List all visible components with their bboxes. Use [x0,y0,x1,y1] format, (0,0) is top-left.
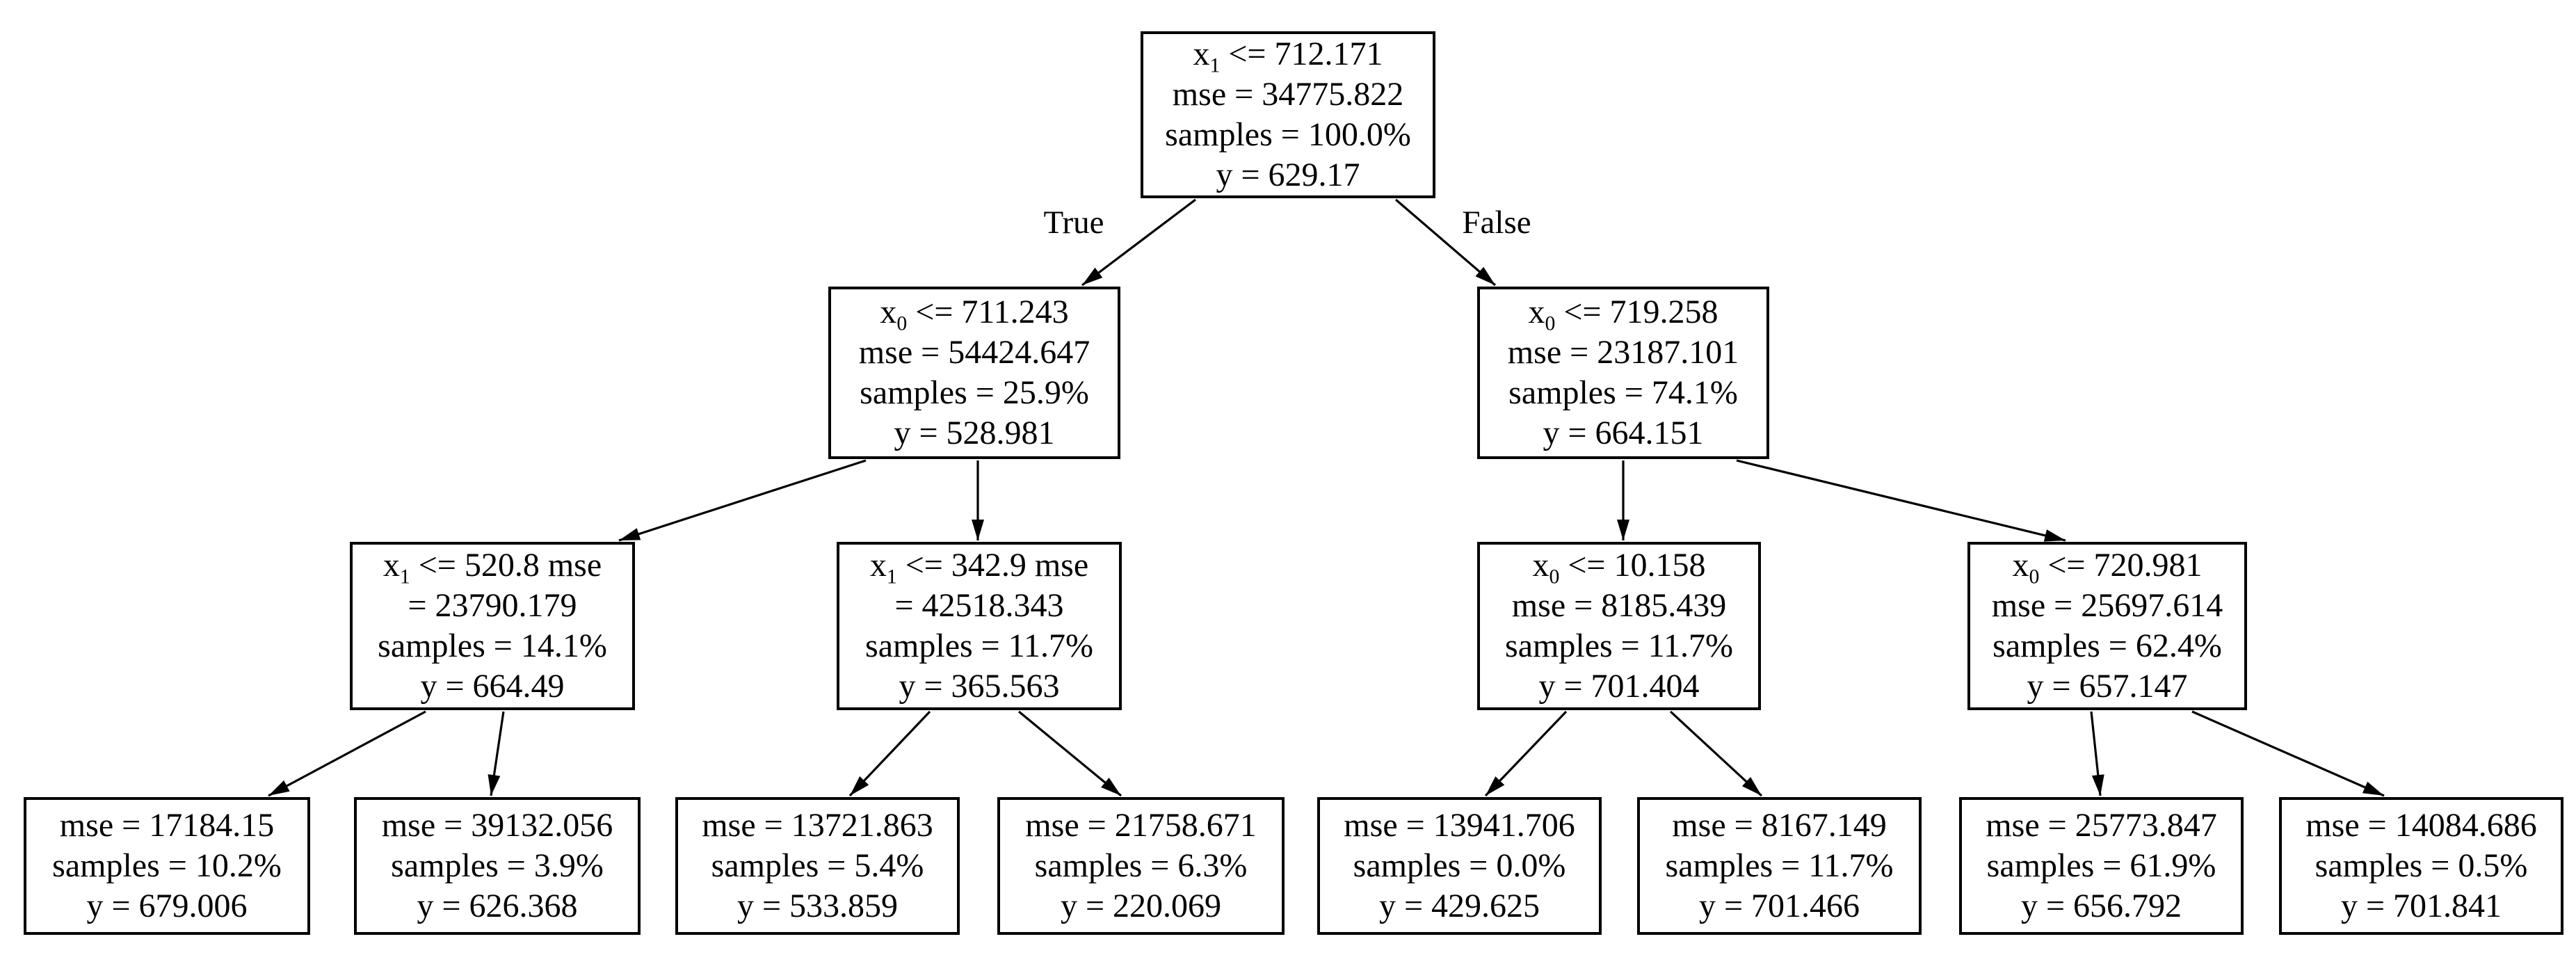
node-text-line: samples = 62.4% [1993,627,2222,664]
edge-label-true: True [1043,204,1104,241]
node-text-line: samples = 11.7% [1505,627,1733,664]
node-text-line: mse = 8167.149 [1672,806,1887,844]
node-text-line: samples = 74.1% [1508,374,1738,411]
tree-edge-rr-rrl [2090,711,2104,796]
node-text-line: y = 533.859 [736,888,899,925]
node-text-line: y = 220.069 [1060,888,1222,925]
node-text-line: samples = 3.9% [391,846,604,884]
node-text-line: mse = 25773.847 [1986,806,2217,844]
node-text-line: samples = 10.2% [52,846,282,884]
node-text-line: x0 <= 10.158 [1532,546,1706,588]
node-text-line: mse = 13941.706 [1344,806,1575,844]
node-text-line: y = 528.981 [894,415,1055,452]
node-text-line: samples = 100.0% [1165,116,1411,153]
node-text-line: y = 664.151 [1543,415,1704,452]
node-text-line: = 42518.343 [894,586,1064,624]
node-text-line: samples = 25.9% [860,374,1089,411]
node-text-line: y = 701.404 [1538,668,1700,705]
tree-edge-ll-lll [268,710,426,797]
node-text-line: x0 <= 720.981 [2012,546,2203,588]
node-text-line: y = 679.006 [86,888,248,925]
tree-edge-l-ll [618,459,867,542]
tree-edge-rl-rlr [1669,710,1763,797]
node-text-line: samples = 11.7% [1665,846,1894,884]
node-text-line: mse = 23187.101 [1507,333,1739,371]
node-text-line: x0 <= 719.258 [1528,293,1718,335]
node-text-line: mse = 8185.439 [1511,586,1727,624]
node-text-line: y = 664.49 [420,668,565,705]
node-text-line: y = 701.466 [1698,888,1860,925]
node-text-line: mse = 14084.686 [2305,806,2537,844]
node-text-line: samples = 14.1% [378,627,607,664]
node-text-line: x1 <= 342.9 mse [869,546,1089,588]
node-text-line: x0 <= 711.243 [880,293,1069,335]
node-text-line: y = 429.625 [1378,888,1540,925]
node-text-line: samples = 11.7% [865,627,1093,664]
tree-edge-r-rr [1736,459,2066,542]
node-text-line: mse = 21758.671 [1025,806,1257,844]
tree-edge-lr-lrl [848,710,931,797]
node-text-line: mse = 17184.15 [59,806,275,844]
tree-edge-rr-rrr [2191,710,2385,797]
node-text-line: x1 <= 520.8 mse [383,546,602,588]
node-text-line: mse = 54424.647 [858,333,1090,371]
tree-edge-ll-llr [488,711,505,796]
tree-edge-root-r [1394,198,1497,287]
tree-edge-lr-lrr [1017,710,1122,797]
node-text-line: samples = 0.5% [2315,846,2528,884]
node-text-line: y = 701.841 [2340,888,2502,925]
node-text-line: y = 656.792 [2020,888,2182,925]
node-text-line: samples = 61.9% [1986,846,2216,884]
node-text-line: samples = 5.4% [711,846,924,884]
node-text-line: x1 <= 712.171 [1193,35,1383,77]
node-text-line: samples = 0.0% [1353,846,1566,884]
node-text-line: samples = 6.3% [1034,846,1248,884]
node-text-line: y = 657.147 [2027,668,2188,705]
node-text-line: mse = 39132.056 [381,806,613,844]
node-text-line: y = 629.17 [1216,157,1360,194]
edge-label-false: False [1462,204,1531,241]
tree-edge-root-l [1081,198,1196,287]
node-text-line: mse = 34775.822 [1172,75,1404,113]
node-text-line: y = 365.563 [899,668,1060,705]
tree-edge-rl-rll [1484,710,1568,797]
node-text-line: y = 626.368 [417,888,578,925]
node-text-line: = 23790.179 [408,586,577,624]
node-text-line: mse = 25697.614 [1991,586,2223,624]
node-text-line: mse = 13721.863 [702,806,933,844]
